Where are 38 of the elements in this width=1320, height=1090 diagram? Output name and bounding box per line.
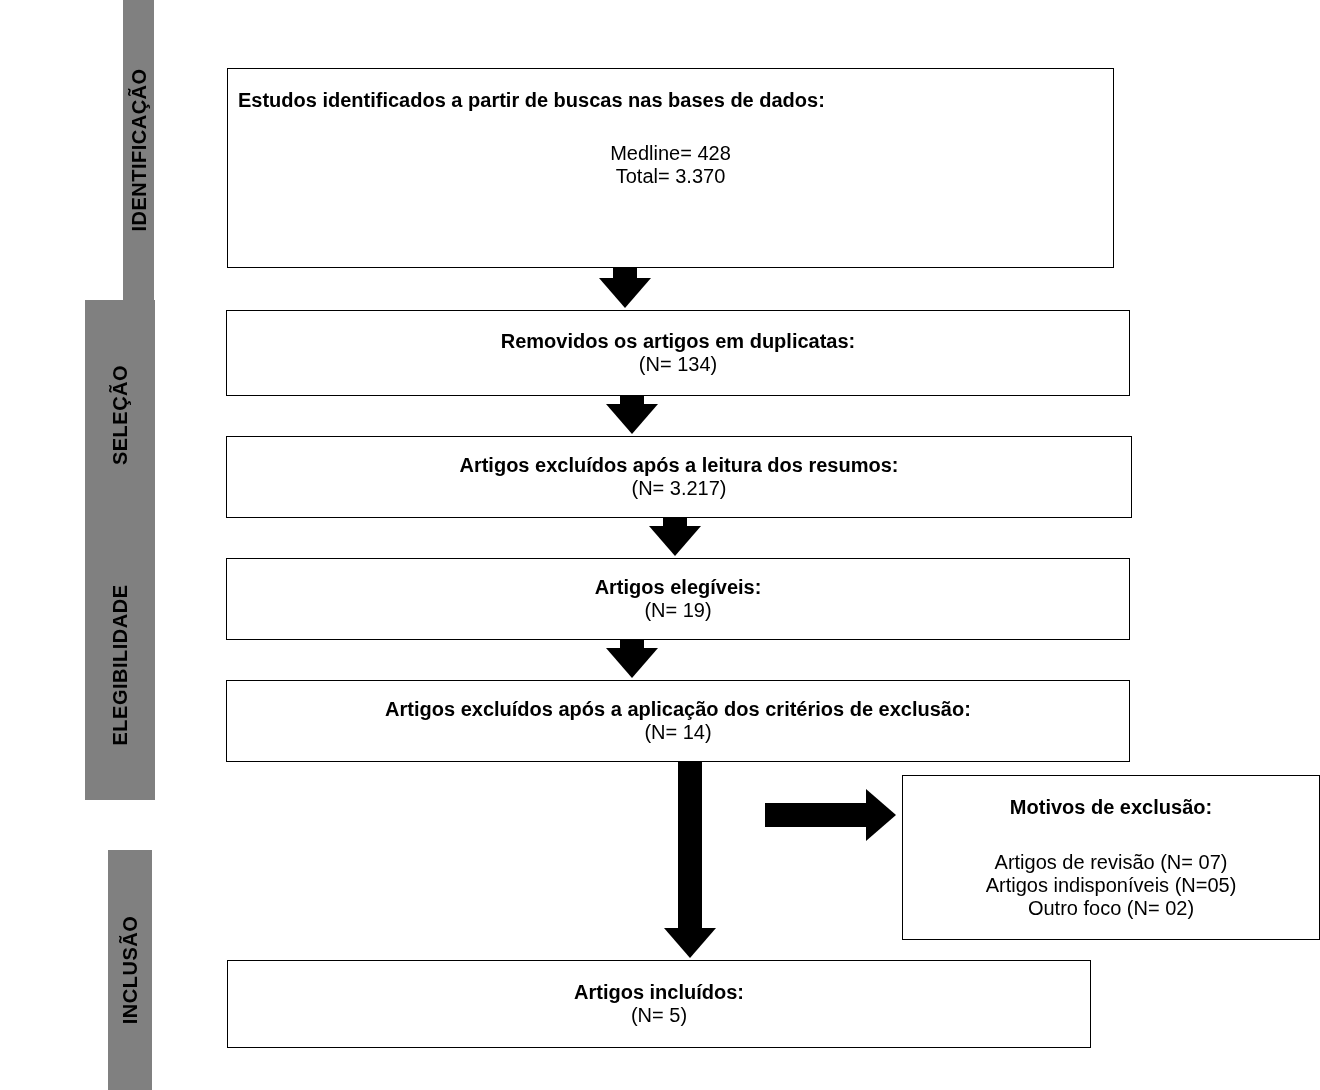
stage-label: ELEGIBILIDADE [108,584,132,746]
box-text: Artigos indisponíveis (N=05) [985,873,1237,897]
process-box [227,68,1114,268]
block-arrow [765,789,896,841]
box-text: Outro foco (N= 02) [1027,896,1195,920]
block-arrow [606,640,658,678]
box-heading: Motivos de exclusão: [1009,795,1213,819]
process-box [902,775,1320,940]
box-heading: Artigos elegíveis: [594,576,762,599]
block-arrow [664,762,716,958]
box-text: Medline= 428 [610,142,731,165]
block-arrow [649,518,701,556]
stage-band [85,300,155,530]
process-box [226,310,1130,396]
box-text: (N= 134) [638,353,718,376]
box-heading: Artigos incluídos: [574,981,744,1004]
stage-label: IDENTIFICAÇÃO [127,68,150,232]
process-box [226,558,1130,640]
box-text: (N= 19) [644,599,712,622]
box-text: (N= 14) [644,721,712,744]
block-arrow [606,396,658,434]
stage-label: SELEÇÃO [108,364,132,466]
stage-label: INCLUSÃO [118,915,142,1025]
process-box [226,680,1130,762]
stage-band [85,530,155,800]
stage-band [108,850,152,1090]
process-box [227,960,1091,1048]
stage-band [123,0,154,300]
box-text: (N= 5) [630,1004,688,1027]
box-heading: Artigos excluídos após a leitura dos resumos: [459,454,899,477]
box-heading: Artigos excluídos após a aplicação dos critérios de exclusão: [385,698,971,721]
box-text: Artigos de revisão (N= 07) [994,850,1228,874]
box-text: (N= 3.217) [631,477,727,500]
box-heading: Removidos os artigos em duplicatas: [500,330,856,353]
box-text: Total= 3.370 [615,165,726,188]
block-arrow [599,268,651,308]
process-box [226,436,1132,518]
box-heading: Estudos identificados a partir de buscas nas bases de dados: [238,89,825,112]
